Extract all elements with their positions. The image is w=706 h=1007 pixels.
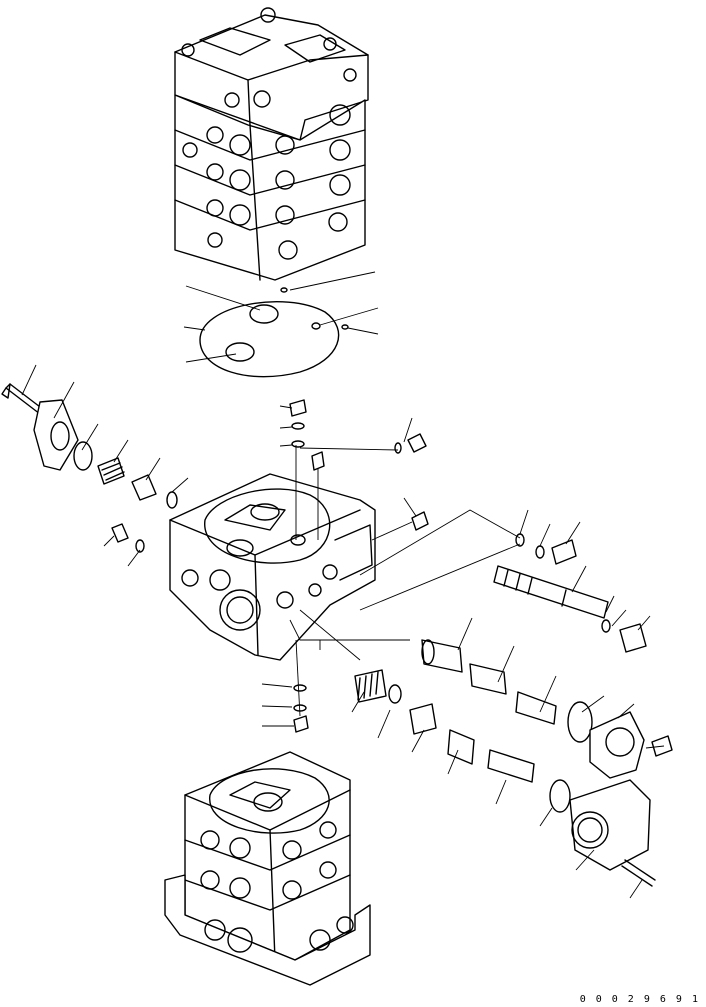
- top-valve-stack: [174, 7, 369, 281]
- lower-spool-parts: [289, 609, 605, 827]
- top-small-parts: [279, 399, 429, 541]
- bottom-small-parts: [261, 639, 309, 733]
- center-valve-body: [169, 445, 376, 661]
- gasket-plate: [183, 271, 379, 378]
- bottom-valve-stack: [164, 751, 371, 986]
- document-code: 0 0 0 2 9 6 9 1: [579, 994, 700, 1005]
- right-spool-group: [359, 509, 651, 653]
- left-flange-group: [1, 364, 189, 567]
- right-covers: [569, 703, 673, 899]
